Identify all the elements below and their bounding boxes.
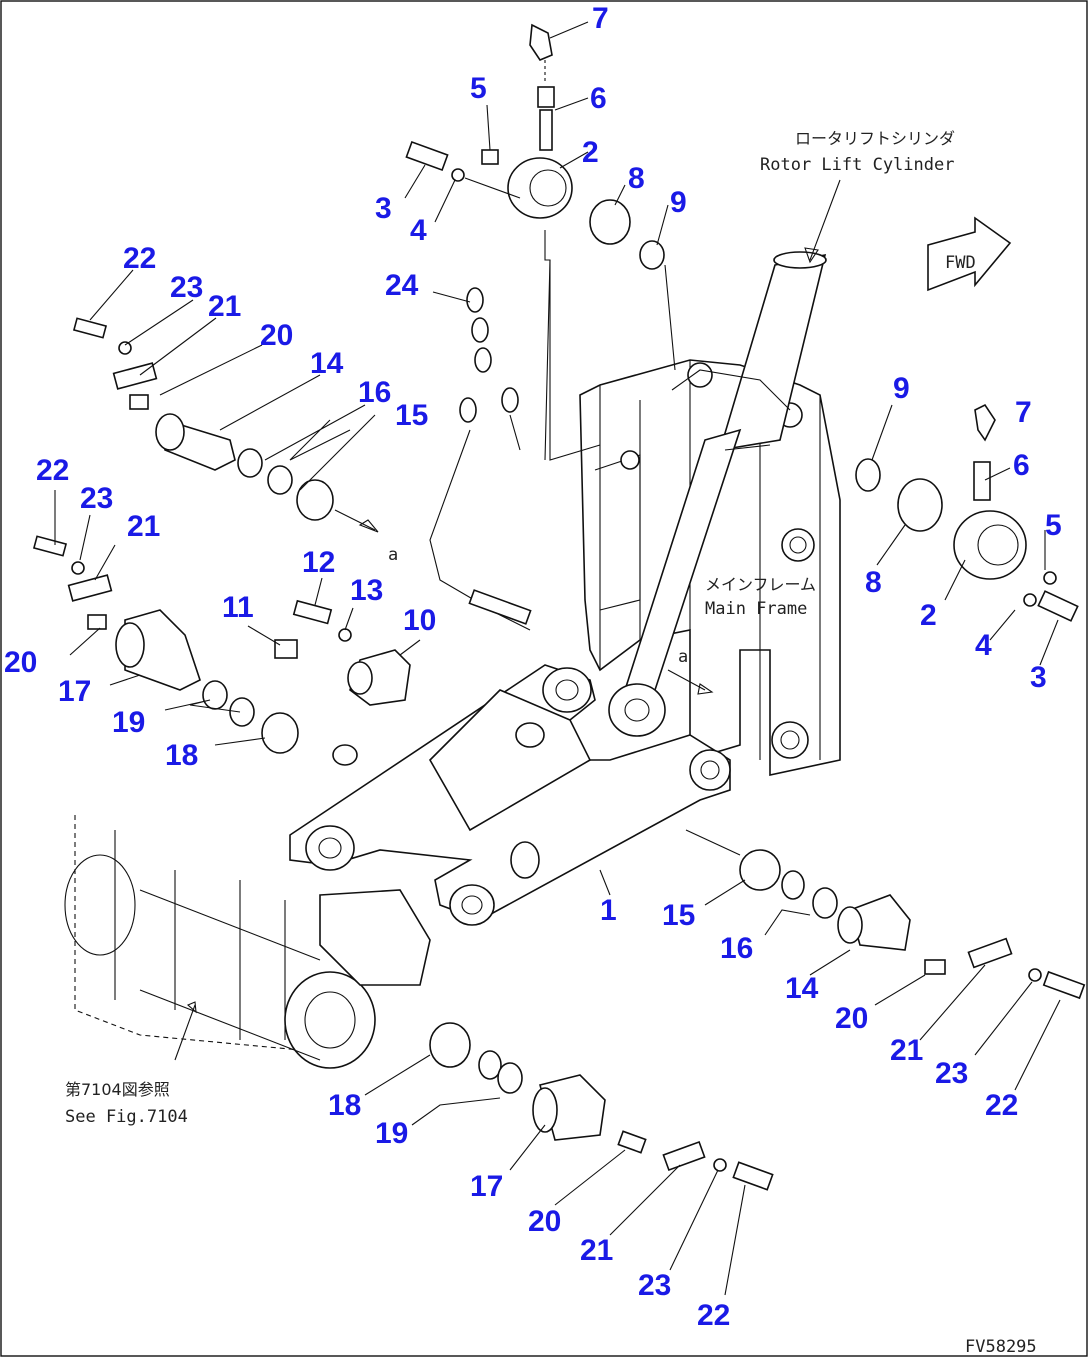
figure-code: FV58295 [965, 1337, 1037, 1357]
rotor-housing-reference [64, 815, 431, 1069]
callout-6-right: 6 [1013, 449, 1030, 482]
callout-23-right: 23 [935, 1057, 968, 1090]
callout-11: 11 [222, 591, 254, 624]
callout-21: 21 [208, 290, 241, 323]
callout-7: 7 [592, 2, 609, 35]
callout-3: 3 [375, 192, 392, 225]
ref-a-label-right: a [678, 647, 688, 667]
callout-21-left: 21 [127, 510, 160, 543]
left-lower-pin-assembly [32, 535, 299, 754]
main-frame-jp-label: メインフレーム [705, 575, 816, 594]
callout-22: 22 [123, 242, 156, 275]
callout-16-right: 16 [720, 932, 753, 965]
callout-9: 9 [670, 186, 687, 219]
callout-4-right: 4 [975, 629, 992, 662]
fwd-arrow [927, 216, 1012, 292]
callout-22-right: 22 [985, 1089, 1018, 1122]
callout-21-bottom: 21 [580, 1234, 613, 1267]
callout-10: 10 [403, 604, 436, 637]
callout-18-left: 18 [165, 739, 198, 772]
callout-20: 20 [260, 319, 293, 352]
center-pin-assembly [274, 599, 411, 706]
right-lower-pin-assembly [739, 849, 1086, 1000]
callout-16: 16 [358, 376, 391, 409]
top-pin-assembly [405, 23, 676, 461]
callout-24: 24 [385, 269, 419, 302]
callout-21-right: 21 [890, 1034, 923, 1067]
callout-17-left: 17 [58, 675, 91, 708]
see-fig-jp-label: 第7104図参照 [65, 1080, 170, 1099]
callout-1: 1 [600, 894, 617, 927]
lift-arm-frame [289, 664, 731, 926]
callout-numbers: 7 6 5 2 3 4 8 9 22 23 21 20 14 16 15 24 … [4, 2, 1062, 1332]
callout-12: 12 [302, 546, 335, 579]
rotor-lift-cylinder-jp-label: ロータリフトシリンダ [795, 129, 955, 148]
callout-19-bottom: 19 [375, 1117, 408, 1150]
callout-5: 5 [470, 72, 487, 105]
rotor-lift-cylinder-label: Rotor Lift Cylinder [760, 155, 954, 175]
see-fig-label: See Fig.7104 [65, 1107, 188, 1127]
callout-14-right: 14 [785, 972, 819, 1005]
callout-20-right: 20 [835, 1002, 868, 1035]
callout-18-bottom: 18 [328, 1089, 361, 1122]
ref-a-label-left: a [388, 545, 398, 565]
callout-20-bottom: 20 [528, 1205, 561, 1238]
callout-14: 14 [310, 347, 344, 380]
right-pin-assembly [855, 403, 1079, 622]
callout-2-right: 2 [920, 599, 937, 632]
callout-23-bottom: 23 [638, 1269, 671, 1302]
callout-5-right: 5 [1045, 509, 1062, 542]
callout-8-right: 8 [865, 566, 882, 599]
leader-lines [54, 21, 1061, 1296]
callout-4: 4 [410, 214, 427, 247]
rotor-lift-cylinder [608, 251, 827, 737]
bottom-pin-assembly [429, 1022, 774, 1191]
callout-17-bottom: 17 [470, 1170, 503, 1203]
callout-19-left: 19 [112, 706, 145, 739]
callout-20-left: 20 [4, 646, 37, 679]
callout-22-left: 22 [36, 454, 69, 487]
callout-23: 23 [170, 271, 203, 304]
callout-23-left: 23 [80, 482, 113, 515]
callout-6: 6 [590, 82, 607, 115]
left-upper-pin-assembly [72, 317, 379, 533]
callout-7-right: 7 [1015, 396, 1032, 429]
callout-15: 15 [395, 399, 428, 432]
fwd-label: FWD [945, 253, 976, 273]
callout-8: 8 [628, 162, 645, 195]
callout-9-right: 9 [893, 372, 910, 405]
callout-2: 2 [582, 136, 599, 169]
main-frame-label: Main Frame [705, 599, 807, 619]
chain [429, 287, 532, 631]
callout-15-right: 15 [662, 899, 695, 932]
callout-13: 13 [350, 574, 383, 607]
callout-22-bottom: 22 [697, 1299, 730, 1332]
callout-3-right: 3 [1030, 661, 1047, 694]
